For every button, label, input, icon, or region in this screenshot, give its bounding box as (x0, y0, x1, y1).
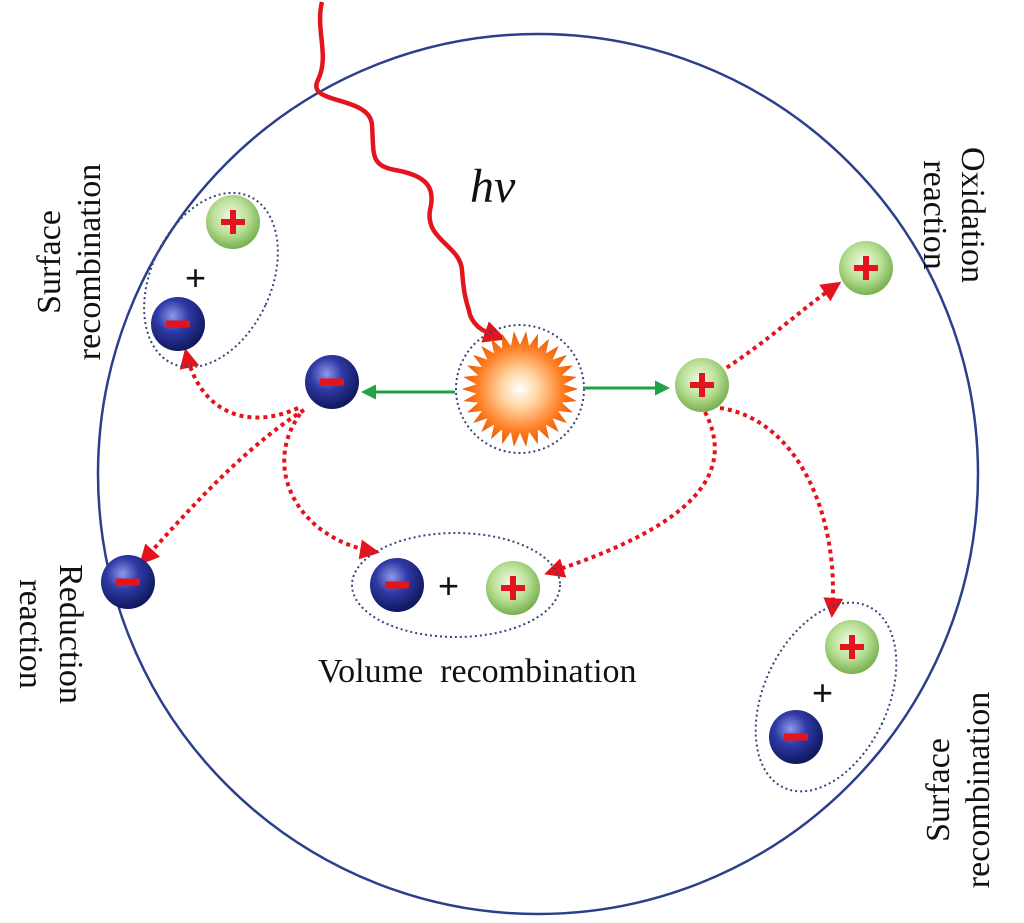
particle-boundary (96, 32, 980, 916)
hole-to-surface-arrow (719, 406, 844, 618)
hole (206, 195, 260, 249)
hole-oxidation (839, 241, 893, 295)
svg-text:recombination: recombination (960, 692, 997, 888)
hole (825, 620, 879, 674)
hole-to-oxidation-arrow (718, 281, 842, 374)
electron-to-surface-arrow (179, 348, 299, 420)
plus-sign: + (812, 672, 833, 713)
hole-free (675, 358, 729, 412)
oxidation-reaction-label: Oxidation reaction (916, 147, 991, 283)
svg-text:reaction: reaction (12, 579, 49, 689)
surface-recombination-label-right: Surface recombination (920, 692, 997, 888)
electron-to-volume-arrow (282, 412, 380, 560)
svg-text:Surface: Surface (31, 210, 68, 314)
plus-sign: + (438, 565, 459, 606)
hole (486, 561, 540, 615)
svg-text:Surface: Surface (920, 738, 957, 842)
reduction-reaction-label: Reduction reaction (12, 564, 89, 704)
surface-recombination-pair-left: + (143, 191, 279, 369)
svg-text:Oxidation: Oxidation (954, 147, 991, 283)
svg-text:Reduction: Reduction (52, 564, 89, 704)
electron-free (305, 355, 359, 409)
volume-recombination-pair: + (351, 532, 561, 638)
surface-recombination-label-left: Surface recombination (31, 164, 108, 360)
photon-label: hv (470, 160, 516, 213)
photon-wave-arrow (314, 1, 507, 343)
electron-to-reduction-arrow (139, 408, 306, 565)
electron (769, 710, 823, 764)
volume-recombination-label: Volume recombination (318, 653, 637, 690)
surface-recombination-pair-right: + (754, 601, 898, 793)
excitation-starburst-icon (455, 324, 585, 454)
hole-to-volume-arrow (544, 411, 717, 578)
electron-reduction (101, 555, 155, 609)
svg-text:reaction: reaction (916, 160, 953, 270)
electron (370, 558, 424, 612)
plus-sign: + (185, 257, 206, 298)
electron (151, 297, 205, 351)
svg-text:recombination: recombination (71, 164, 108, 360)
